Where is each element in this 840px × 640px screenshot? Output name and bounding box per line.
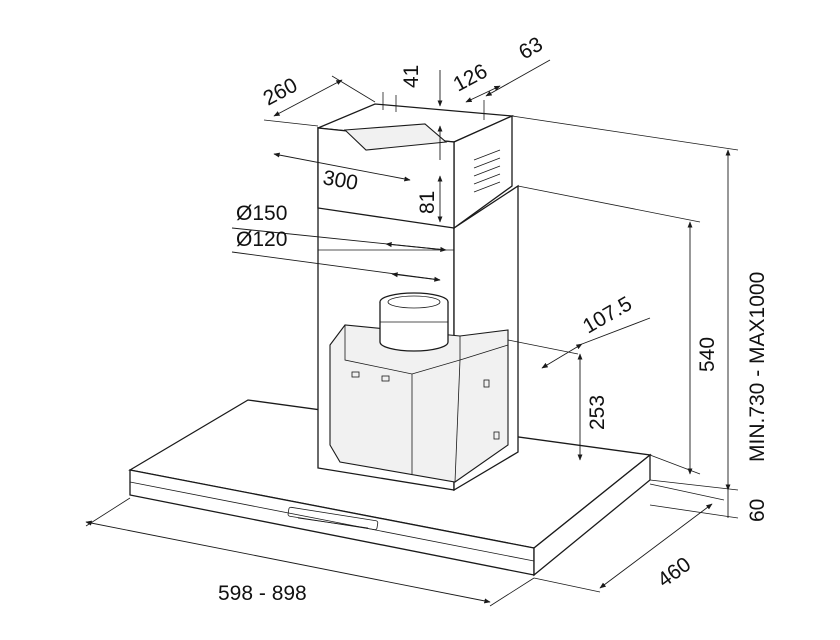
top-bracket [317, 92, 515, 230]
dim-120 [391, 272, 441, 282]
ext-260-a [263, 119, 319, 127]
ext-width-b [489, 577, 535, 607]
motor-screw-2 [381, 375, 390, 382]
label-60: 60 [746, 499, 769, 522]
label-81: 81 [416, 191, 439, 214]
label-126: 126 [450, 60, 492, 97]
label-width: 598 - 898 [218, 582, 307, 605]
bracket-opening [343, 123, 448, 151]
label-540: 540 [696, 337, 719, 372]
motor-screw-4 [493, 431, 500, 440]
vent-slot-3 [473, 165, 501, 177]
ext-540-bottom [649, 454, 701, 475]
label-dia-120: Ø120 [236, 228, 287, 251]
collar-body [379, 302, 449, 352]
vent-slot-5 [473, 181, 501, 193]
collar-inner [387, 295, 441, 309]
label-460: 460 [653, 553, 695, 592]
dim-107 [541, 343, 583, 369]
ext-width-a [85, 497, 131, 527]
ext-460-a [533, 577, 601, 593]
label-41: 41 [400, 65, 423, 88]
motor-screw-1 [351, 371, 360, 378]
ext-540-top [517, 185, 701, 223]
dim-300 [273, 152, 411, 182]
dim-260 [273, 79, 343, 117]
ext-60-bottom [649, 504, 739, 519]
ext-460-b [649, 483, 725, 501]
label-253: 253 [586, 395, 609, 430]
label-63: 63 [515, 33, 547, 65]
duct-collar [379, 292, 449, 352]
dim-63 [485, 59, 551, 97]
motor-right-edge [454, 359, 461, 483]
motor-screw-3 [483, 379, 490, 388]
vent-slot-4 [473, 173, 501, 185]
dim-107-leader [581, 317, 651, 345]
label-107: 107.5 [579, 292, 636, 338]
dimension-lines [85, 59, 739, 607]
ext-range-top [511, 115, 739, 151]
label-dia-150: Ø150 [236, 202, 287, 225]
dim-460 [599, 503, 713, 589]
dim-width [85, 520, 491, 604]
dim-150 [385, 242, 447, 252]
motor-side-edge [459, 344, 509, 361]
dim-126 [465, 85, 501, 103]
vent-slot-2 [473, 157, 501, 169]
label-range: MIN.730 - MAX1000 [746, 272, 769, 462]
ext-260-b [331, 75, 376, 103]
vent-slot-1 [473, 149, 501, 161]
ext-range-bottom [649, 479, 739, 491]
